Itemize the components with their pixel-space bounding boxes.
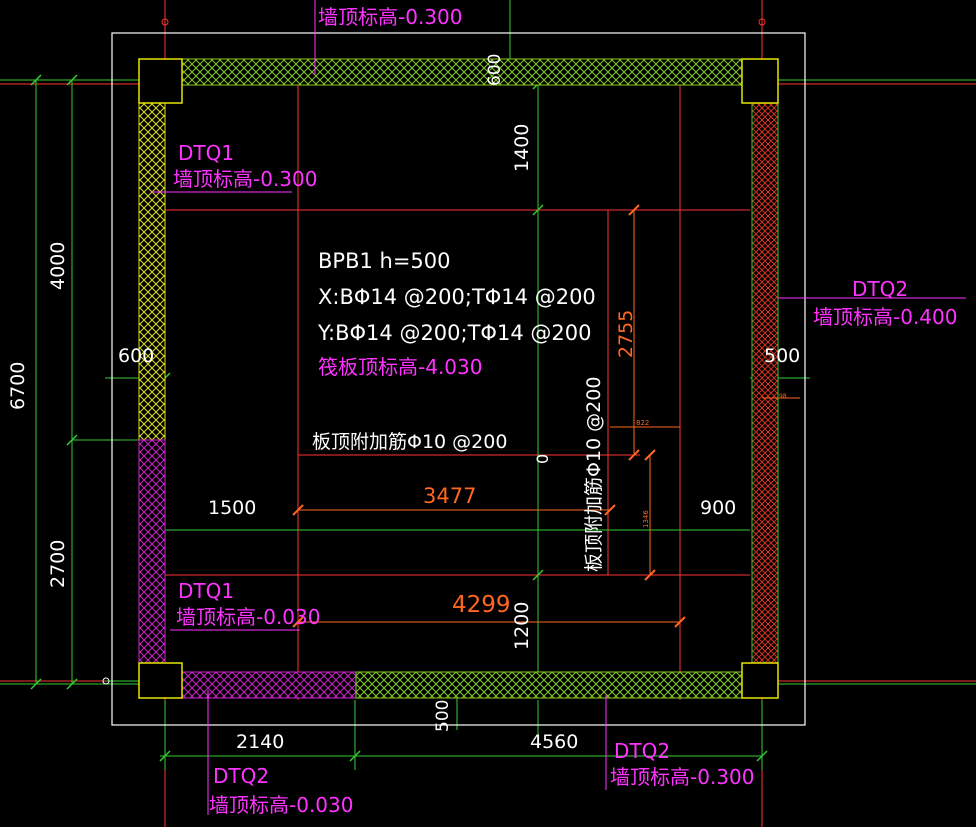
column-bottom-left	[138, 662, 183, 699]
dim-zero: 0	[533, 454, 552, 464]
bottom-left-wall-elevation: 墙顶标高-0.030	[209, 793, 353, 817]
slab-elevation: 筏板顶标高-4.030	[318, 355, 482, 379]
dim-2755: 2755	[615, 310, 637, 358]
left-upper-wall-elevation: 墙顶标高-0.300	[173, 167, 317, 191]
dim-left-wall: 600	[118, 345, 154, 367]
dim-1500: 1500	[208, 497, 256, 519]
bottom-right-wall-name: DTQ2	[614, 739, 670, 763]
top-wall-elevation: 墙顶标高-0.300	[318, 5, 462, 29]
slab-x-rebar: X:BΦ14 @200;TΦ14 @200	[318, 285, 596, 309]
dim-left-total: 6700	[7, 362, 29, 410]
slab-dimensions	[298, 210, 800, 623]
dim-right-wall: 500	[764, 345, 800, 367]
dim-bottom-wall: 500	[433, 700, 453, 732]
right-wall-elevation: 墙顶标高-0.400	[813, 305, 957, 329]
slab-extra-rebar-horizontal: 板顶附加筋Φ10 @200	[312, 431, 507, 453]
columns	[138, 58, 779, 699]
left-upper-wall-name: DTQ1	[178, 141, 234, 165]
right-wall	[751, 102, 779, 664]
column-top-right	[741, 58, 779, 104]
bottom-left-wall-name: DTQ2	[213, 764, 269, 788]
dim-4299: 4299	[452, 592, 511, 618]
slab-y-rebar: Y:BΦ14 @200;TΦ14 @200	[317, 321, 591, 345]
top-wall	[181, 58, 743, 86]
dim-1200: 1200	[511, 602, 533, 650]
bottom-right-wall-elevation: 墙顶标高-0.300	[610, 765, 754, 789]
raft-outline	[111, 32, 806, 726]
slab-extra-rebar-vertical: 板顶附加筋Φ10 @200	[583, 377, 605, 572]
dim-4560: 4560	[530, 731, 578, 753]
dim-2140: 2140	[236, 731, 284, 753]
leader-lines	[152, 0, 966, 815]
bottom-wall-right	[355, 671, 743, 699]
dim-small-2: 1346	[642, 510, 650, 528]
left-wall-upper	[138, 102, 166, 441]
dim-900: 900	[700, 497, 736, 519]
dim-left-upper: 4000	[47, 242, 69, 290]
left-lower-wall-elevation: 墙顶标高-0.030	[176, 605, 320, 629]
column-top-left	[138, 58, 183, 104]
left-wall-lower	[138, 439, 166, 664]
dim-left-lower: 2700	[47, 540, 69, 588]
slab-dimension-ticks	[292, 204, 686, 628]
slab-name: BPB1 h=500	[318, 249, 451, 273]
dim-small-1: 822	[636, 419, 649, 427]
dim-top-wall: 600	[485, 54, 505, 86]
dim-1400: 1400	[511, 124, 533, 172]
left-lower-wall-name: DTQ1	[178, 579, 234, 603]
column-bottom-right	[741, 662, 779, 699]
dim-tiny: 98	[779, 393, 787, 400]
right-wall-name: DTQ2	[852, 277, 908, 301]
dim-3477: 3477	[423, 484, 476, 508]
markers	[102, 18, 766, 685]
